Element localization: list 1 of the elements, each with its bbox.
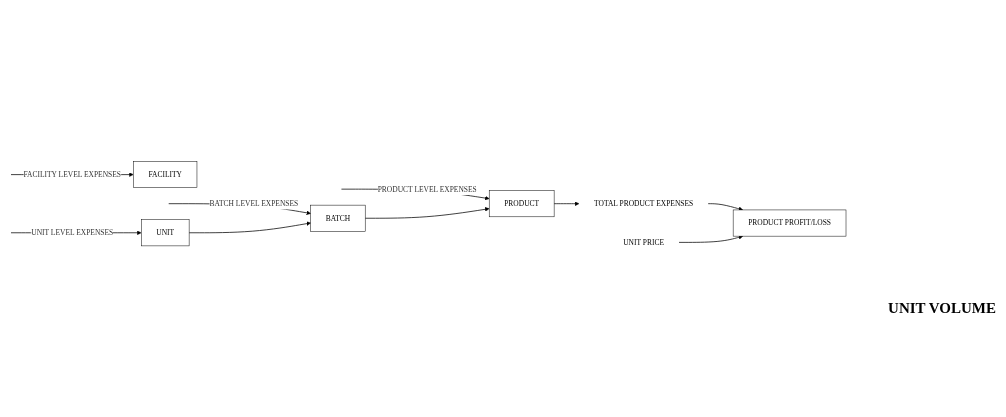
- note-text: UNIT VOLUME: [888, 300, 996, 317]
